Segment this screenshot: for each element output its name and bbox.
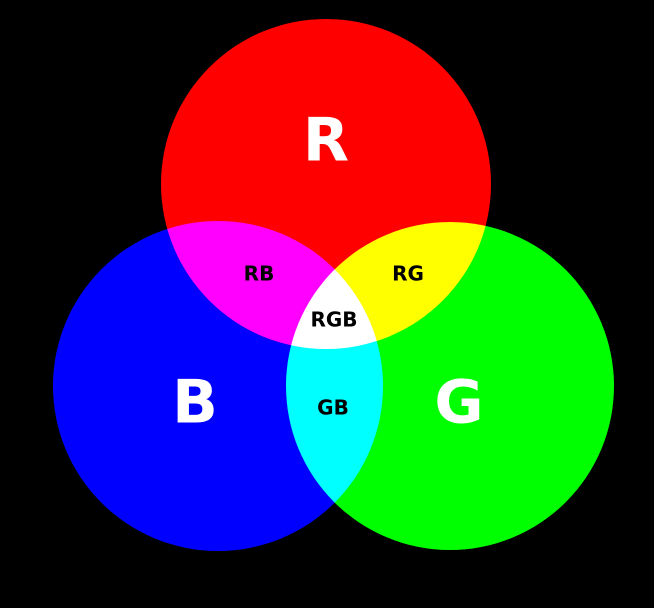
green-circle — [286, 222, 614, 550]
green-blue-overlap-label: GB — [317, 396, 349, 420]
blue-circle — [53, 221, 383, 551]
red-label: R — [303, 106, 349, 176]
all-overlap-label: RGB — [310, 308, 357, 332]
red-blue-overlap-label: RB — [244, 262, 275, 286]
red-green-overlap-label: RG — [392, 262, 424, 286]
color-circles — [53, 19, 614, 551]
blue-label: B — [172, 368, 218, 438]
green-label: G — [434, 368, 483, 438]
